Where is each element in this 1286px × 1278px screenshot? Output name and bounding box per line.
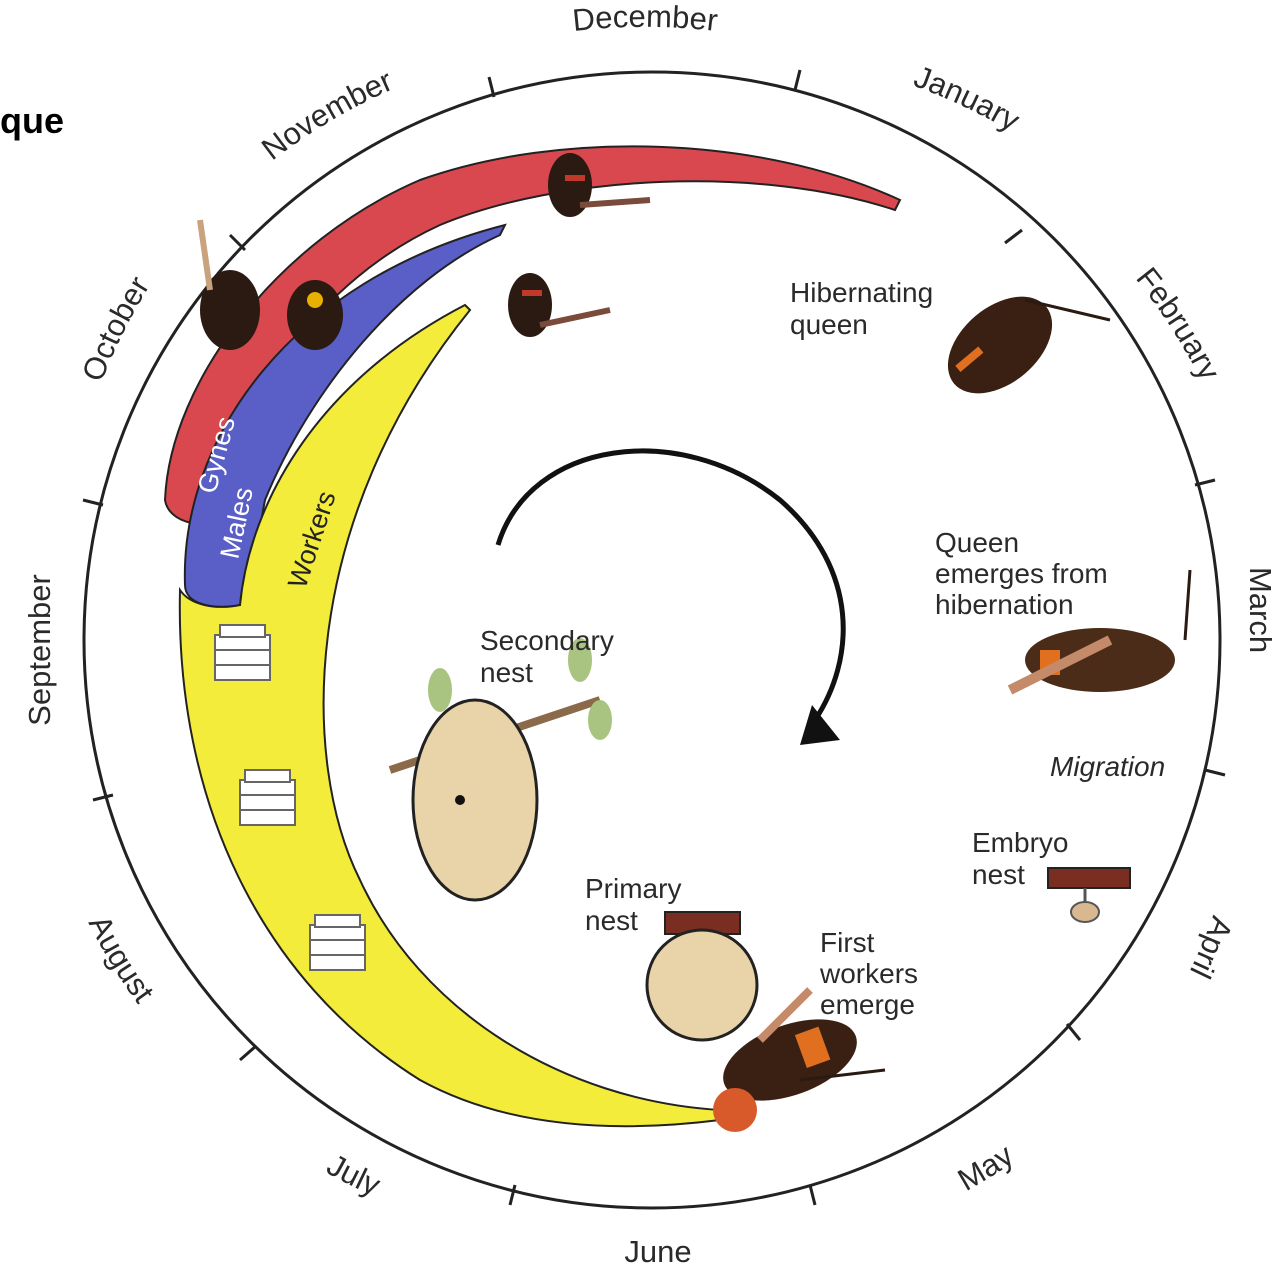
month-february: February	[1130, 261, 1228, 386]
beehive-icon	[215, 625, 270, 680]
month-may: May	[952, 1137, 1020, 1198]
month-july: July	[321, 1147, 386, 1203]
month-october: October	[75, 270, 156, 386]
hornet-icon	[287, 280, 343, 350]
embryo-nest-icon	[1048, 868, 1130, 922]
month-november: November	[255, 63, 397, 167]
hornet-icon	[508, 273, 610, 337]
hibernating-queen-hornet-icon	[930, 277, 1110, 412]
month-june: June	[624, 1234, 691, 1269]
month-september: September	[22, 574, 57, 726]
beehive-icon	[310, 915, 365, 970]
hibernating-queen-label: Hibernating queen	[790, 277, 941, 340]
beehive-icon	[240, 770, 295, 825]
month-august: August	[82, 909, 161, 1009]
month-december: December	[571, 0, 720, 38]
month-january: January	[910, 59, 1027, 138]
first-workers-emerge-label: First workers emerge	[819, 927, 926, 1020]
secondary-nest-label: Secondary nest	[480, 625, 622, 688]
month-april: April	[1183, 912, 1240, 984]
cycle-arrow	[498, 451, 843, 720]
migration-label: Migration	[1050, 751, 1165, 782]
queen-emerges-label: Queen emerges from hibernation	[935, 527, 1116, 620]
primary-nest-icon	[647, 912, 757, 1040]
month-march: March	[1243, 567, 1278, 653]
